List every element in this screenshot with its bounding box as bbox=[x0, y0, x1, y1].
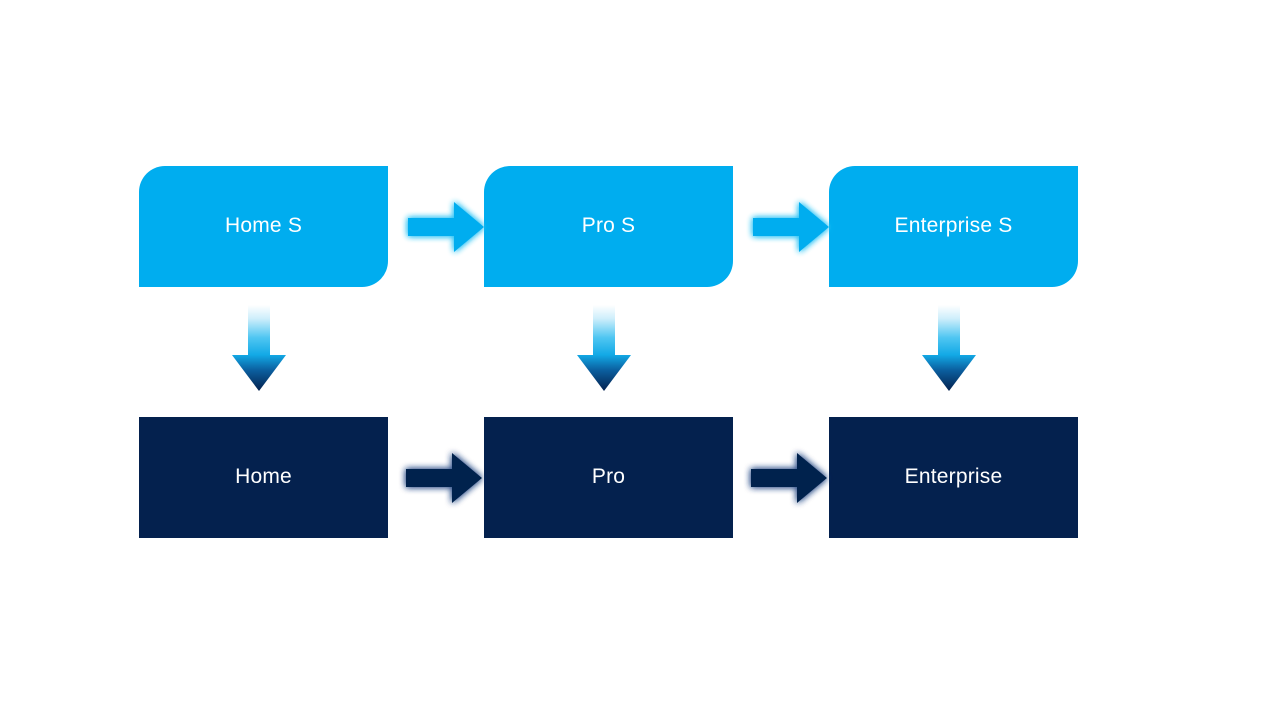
arrow-right-icon-pro-to-enterprise bbox=[745, 447, 833, 509]
node-pro-s-label: Pro S bbox=[581, 213, 636, 237]
node-pro-label: Pro bbox=[591, 464, 626, 488]
arrow-right-icon-pro-s-to-enterprise-s bbox=[749, 196, 833, 258]
node-home-s[interactable]: Home S bbox=[139, 166, 388, 287]
node-enterprise[interactable]: Enterprise bbox=[829, 417, 1078, 538]
arrow-down-icon-home-s-to-home bbox=[228, 303, 290, 395]
node-home-s-label: Home S bbox=[224, 213, 303, 237]
node-enterprise-label: Enterprise bbox=[904, 464, 1003, 488]
node-enterprise-s[interactable]: Enterprise S bbox=[829, 166, 1078, 287]
node-home[interactable]: Home bbox=[139, 417, 388, 538]
arrow-down-icon-pro-s-to-pro bbox=[573, 303, 635, 395]
node-pro-s[interactable]: Pro S bbox=[484, 166, 733, 287]
arrow-right-icon-home-s-to-pro-s bbox=[404, 196, 488, 258]
node-pro[interactable]: Pro bbox=[484, 417, 733, 538]
node-enterprise-s-label: Enterprise S bbox=[894, 213, 1013, 237]
node-home-label: Home bbox=[235, 464, 292, 488]
arrow-down-icon-enterprise-s-to-enterprise bbox=[918, 303, 980, 395]
arrow-right-icon-home-to-pro bbox=[400, 447, 488, 509]
